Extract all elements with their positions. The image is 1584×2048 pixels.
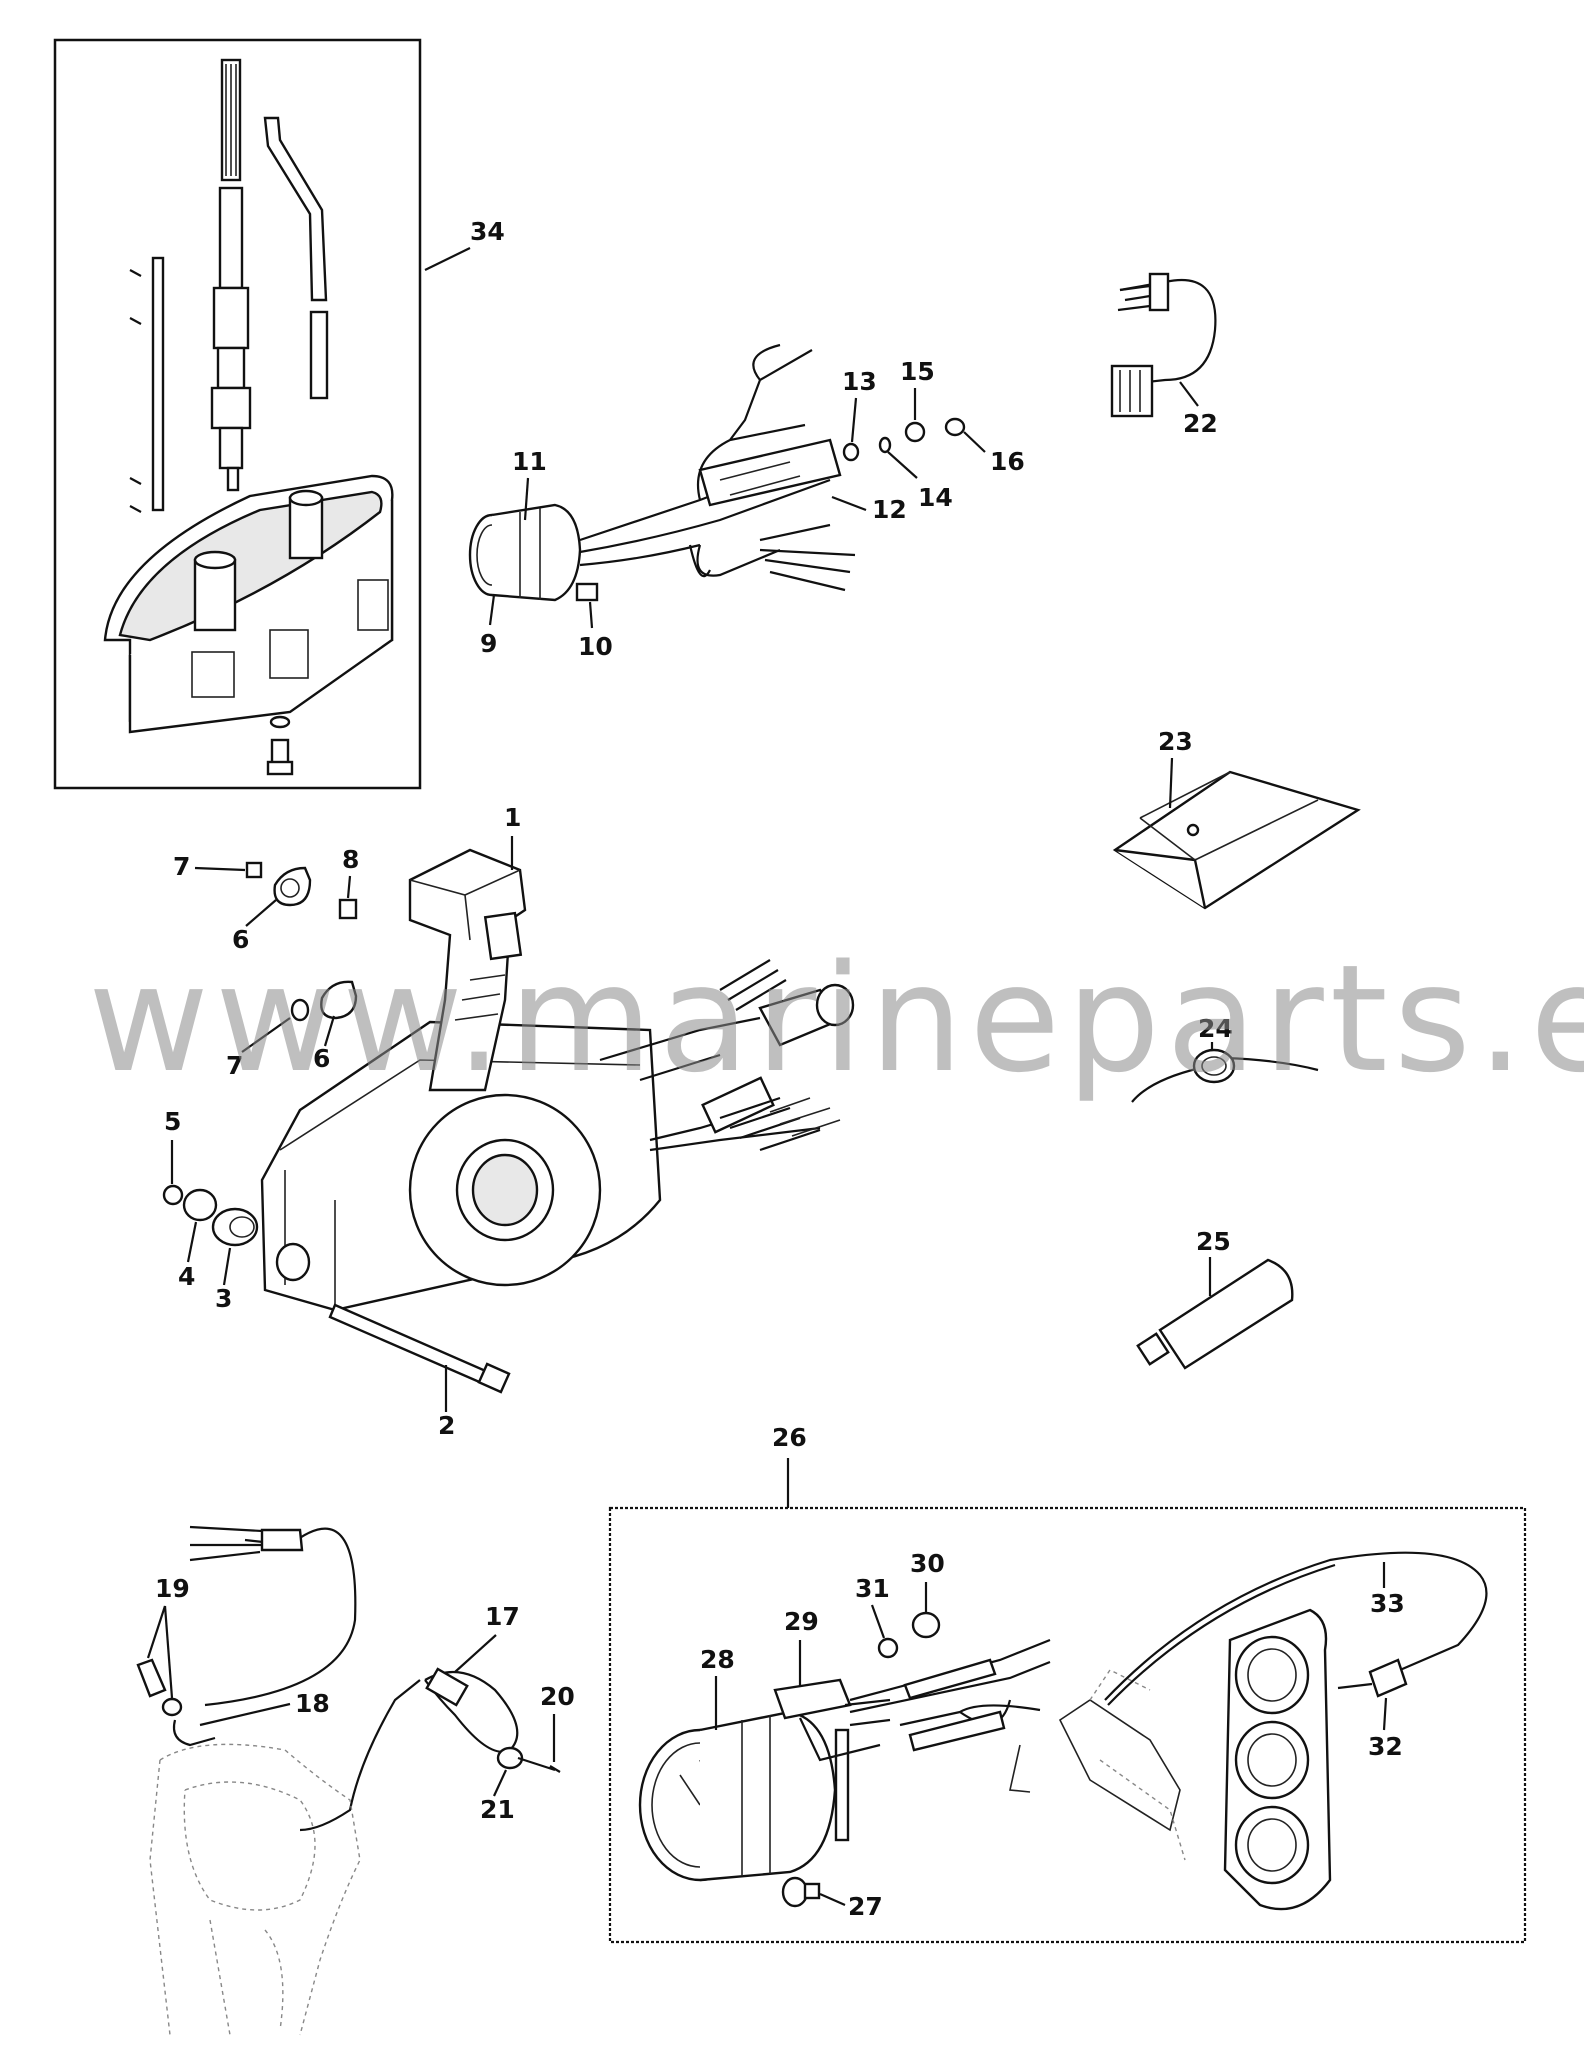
tachometer-28-part xyxy=(638,1710,850,1882)
washer-31-part xyxy=(877,1637,899,1659)
sender-bracket-12 xyxy=(698,438,842,507)
lanyard-24-group: 24 xyxy=(1131,1014,1319,1103)
part-label-2: 2 xyxy=(438,1411,455,1440)
part-label-34: 34 xyxy=(470,217,505,246)
harness-22-part xyxy=(1119,278,1217,387)
kit-26-frame xyxy=(608,1506,1527,1944)
part-label-18: 18 xyxy=(295,1689,330,1718)
pins-rod-part xyxy=(129,256,165,513)
part-label-5: 5 xyxy=(164,1107,181,1136)
part-label-6a: 6 xyxy=(232,925,249,954)
part-label-22: 22 xyxy=(1183,409,1218,438)
part-label-21: 21 xyxy=(480,1795,515,1824)
part-label-29: 29 xyxy=(784,1607,819,1636)
harness-22-group: 22 xyxy=(1110,272,1218,438)
clip-7a-part xyxy=(245,861,263,879)
part-label-10: 10 xyxy=(578,632,613,661)
nut-5-part xyxy=(162,1184,184,1206)
washer-4-part xyxy=(182,1188,218,1222)
part-label-1: 1 xyxy=(504,803,521,832)
part-label-25: 25 xyxy=(1196,1227,1231,1256)
part-label-33: 33 xyxy=(1370,1589,1405,1618)
part-label-30: 30 xyxy=(910,1549,945,1578)
pin-20 xyxy=(517,1756,561,1773)
tube-25-group: 25 xyxy=(1136,1227,1294,1370)
part-label-17: 17 xyxy=(485,1602,520,1631)
part-label-7b: 7 xyxy=(226,1051,243,1080)
manual-23-group: 23 xyxy=(1112,727,1361,910)
kit-26-group: 26 xyxy=(608,1423,1527,1944)
part-label-7a: 7 xyxy=(173,852,190,881)
wire-terminals xyxy=(759,523,856,592)
key-19 xyxy=(136,1658,167,1698)
clip-10 xyxy=(575,582,599,602)
clip-7b-part xyxy=(290,998,310,1022)
part-label-6b: 6 xyxy=(313,1044,330,1073)
part-label-13: 13 xyxy=(842,367,877,396)
tach-wires xyxy=(849,1638,1051,1727)
part-label-12: 12 xyxy=(872,495,907,524)
bolt-2-part xyxy=(328,1303,490,1386)
gauge-harness-group: 11 9 10 12 13 14 15 16 xyxy=(468,343,1025,661)
nut-15 xyxy=(904,421,926,443)
control-knob-part xyxy=(275,1242,311,1282)
clip-6b-part xyxy=(320,980,358,1020)
part-label-16: 16 xyxy=(990,447,1025,476)
part-label-15: 15 xyxy=(900,357,935,386)
stop-switch-group: 17 18 19 20 21 xyxy=(136,1525,575,2036)
bent-tube-part xyxy=(263,116,328,302)
kit-34-frame xyxy=(53,38,422,790)
lanyard-24-part xyxy=(1131,1056,1319,1103)
bracket-29-part xyxy=(773,1678,852,1720)
bulb-27-part xyxy=(781,1876,809,1908)
part-label-24: 24 xyxy=(1198,1014,1233,1043)
part-label-31: 31 xyxy=(855,1574,890,1603)
binnacle-housing-part xyxy=(103,474,394,776)
gauge-9-11-part xyxy=(468,503,582,602)
washer-13 xyxy=(842,442,860,462)
control-cables-part xyxy=(599,1016,821,1152)
shaft-part xyxy=(210,58,252,492)
cable-33-part xyxy=(1104,1551,1488,1701)
part-label-9: 9 xyxy=(480,629,497,658)
stop-switch-cord xyxy=(189,1525,357,1707)
leader-34 xyxy=(424,247,471,271)
washer-14 xyxy=(878,436,892,454)
part-label-32: 32 xyxy=(1368,1732,1403,1761)
part-label-26: 26 xyxy=(772,1423,807,1452)
part-label-28: 28 xyxy=(700,1645,735,1674)
clip-6a-part xyxy=(273,866,312,907)
cap-16 xyxy=(944,417,966,437)
nut-30-part xyxy=(911,1611,941,1639)
part-label-19: 19 xyxy=(155,1574,190,1603)
clip-8-part xyxy=(338,898,358,920)
sender-32-part xyxy=(1368,1658,1408,1698)
key-18 xyxy=(172,1719,216,1747)
part-label-8: 8 xyxy=(342,845,359,874)
engine-bracket-part xyxy=(1009,1699,1181,1832)
part-label-20: 20 xyxy=(540,1682,575,1711)
remote-control-group: 1 2 3 4 5 6 6 7 7 8 xyxy=(162,803,855,1440)
part-label-3: 3 xyxy=(215,1284,232,1313)
part-label-11: 11 xyxy=(512,447,547,476)
part-label-23: 23 xyxy=(1158,727,1193,756)
gauge-harness-wires xyxy=(579,343,831,578)
part-label-27: 27 xyxy=(848,1892,883,1921)
grommet-3-part xyxy=(211,1207,259,1247)
cylinder-head-part xyxy=(1223,1608,1332,1911)
part-label-14: 14 xyxy=(918,483,953,512)
engine-ghost-outline xyxy=(149,1743,361,2036)
part-label-4: 4 xyxy=(178,1262,195,1291)
kit-34-group: 34 xyxy=(53,38,505,790)
tube-25-part xyxy=(1158,1258,1294,1370)
watermark-text: www.marineparts.eu xyxy=(88,933,1584,1105)
grommet-21 xyxy=(496,1746,524,1770)
